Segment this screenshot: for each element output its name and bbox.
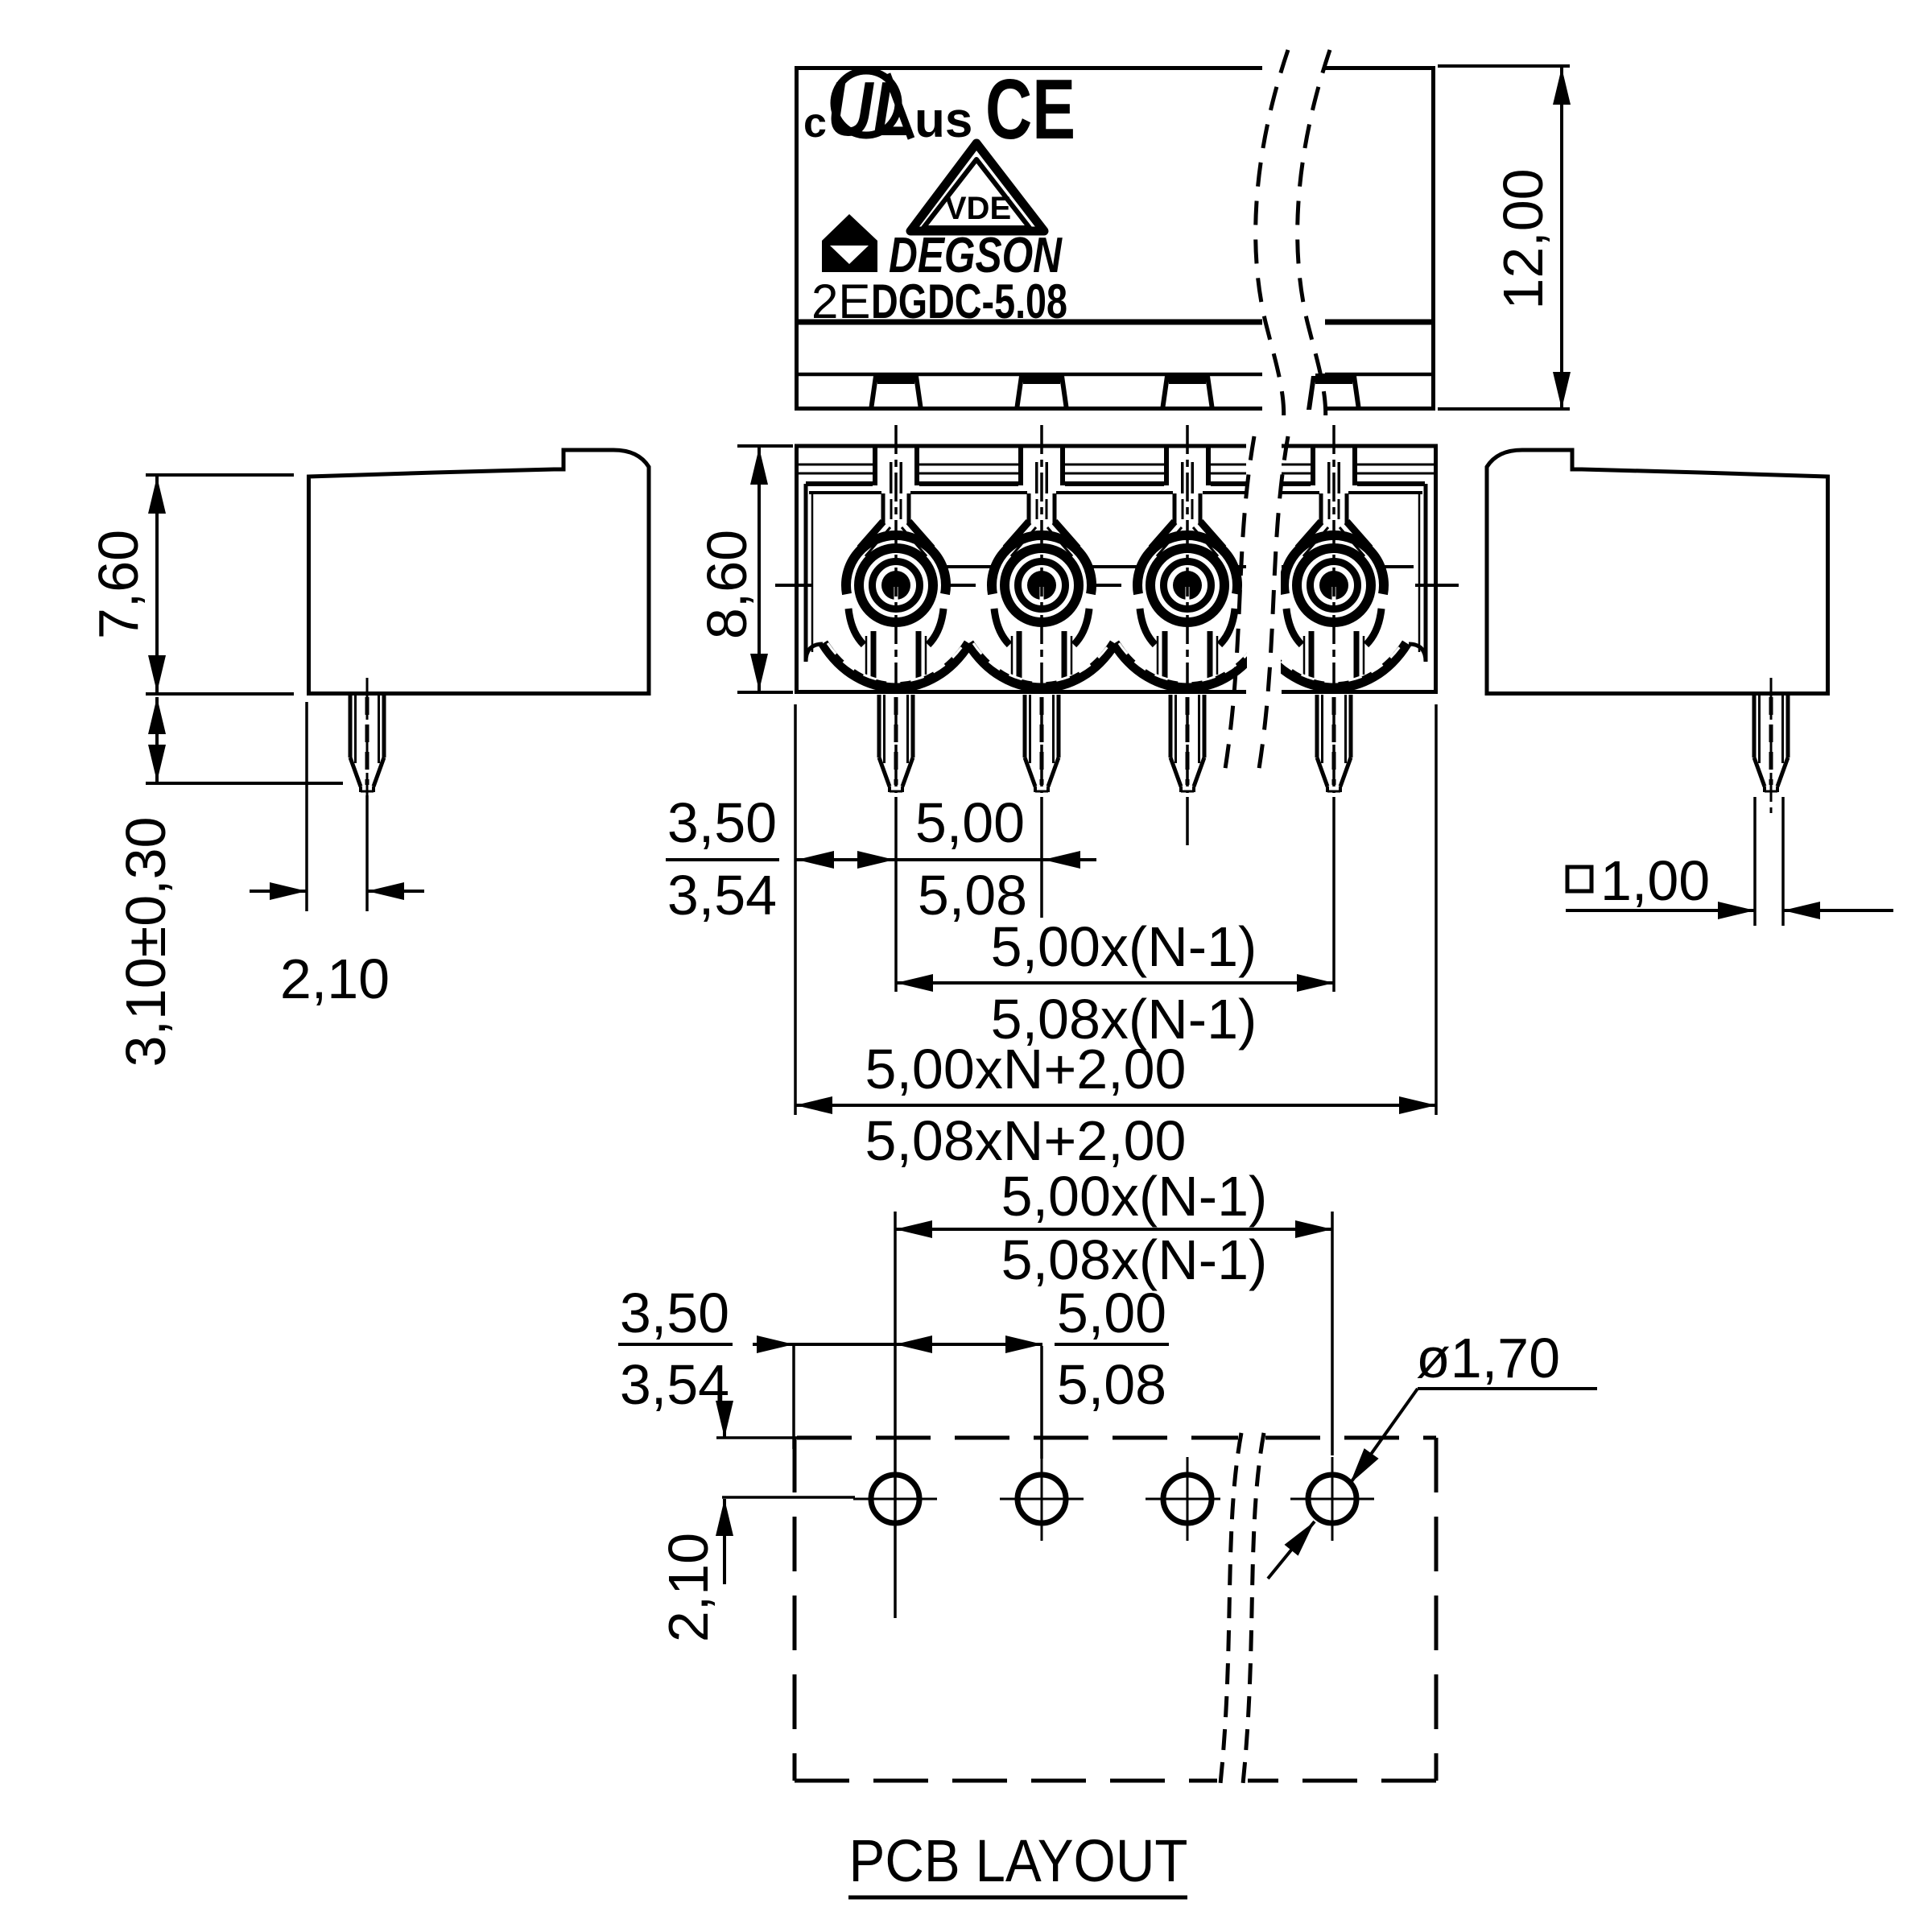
svg-text:3,10±0,30: 3,10±0,30 — [114, 817, 177, 1067]
svg-text:3,50: 3,50 — [667, 791, 777, 854]
svg-text:2E: 2E — [811, 275, 870, 328]
svg-text:5,08xN+2,00: 5,08xN+2,00 — [865, 1109, 1187, 1172]
svg-text:3,50: 3,50 — [620, 1282, 729, 1344]
svg-text:3,54: 3,54 — [667, 864, 777, 927]
svg-text:7,60: 7,60 — [87, 530, 150, 639]
svg-text:5,00: 5,00 — [915, 791, 1025, 854]
svg-text:VDE: VDE — [945, 191, 1011, 226]
svg-text:DGDC-5.08: DGDC-5.08 — [871, 275, 1067, 328]
svg-text:2,10: 2,10 — [280, 947, 390, 1010]
svg-text:5,08x(N-1): 5,08x(N-1) — [991, 988, 1257, 1051]
svg-text:5,08x(N-1): 5,08x(N-1) — [1001, 1228, 1268, 1291]
svg-text:5,08: 5,08 — [1057, 1353, 1166, 1416]
svg-text:5,00x(N-1): 5,00x(N-1) — [1001, 1165, 1268, 1228]
svg-text:3,54: 3,54 — [620, 1353, 729, 1416]
svg-text:12,00: 12,00 — [1492, 168, 1554, 309]
svg-text:DEGSON: DEGSON — [889, 228, 1063, 283]
svg-text:CE: CE — [985, 62, 1075, 157]
svg-text:PCB LAYOUT: PCB LAYOUT — [849, 1827, 1188, 1894]
svg-text:c: c — [803, 100, 827, 147]
svg-text:5,00: 5,00 — [1057, 1282, 1166, 1344]
svg-text:5,00x(N-1): 5,00x(N-1) — [991, 915, 1257, 978]
svg-text:5,00xN+2,00: 5,00xN+2,00 — [865, 1038, 1187, 1100]
svg-text:5,08: 5,08 — [918, 864, 1027, 927]
svg-text:ø1,70: ø1,70 — [1416, 1327, 1560, 1389]
svg-text:us: us — [914, 93, 972, 148]
svg-text:2,10: 2,10 — [657, 1533, 720, 1642]
svg-text:1,00: 1,00 — [1600, 849, 1710, 912]
svg-text:8,60: 8,60 — [696, 530, 758, 639]
